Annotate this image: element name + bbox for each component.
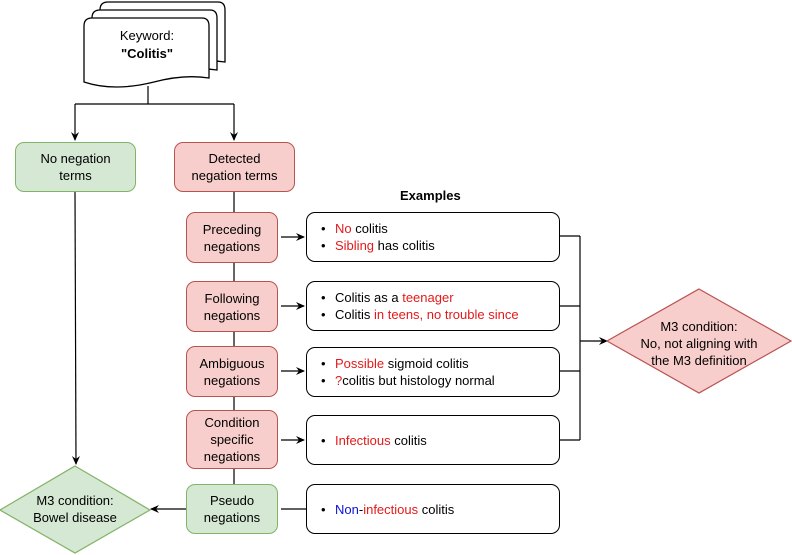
example-text: colitis	[390, 432, 427, 448]
example-item: Infectious colitis	[321, 432, 427, 449]
category-preceding-negations: Preceding negations	[186, 212, 278, 263]
example-box: No colitisSibling has colitis	[306, 212, 560, 262]
example-item: Colitis in teens, no trouble since	[321, 306, 519, 323]
example-list: No colitisSibling has colitis	[321, 220, 435, 254]
keyword-document-icon	[83, 1, 226, 88]
example-item: Colitis as a teenager	[321, 289, 519, 306]
example-item: ?colitis but histology normal	[321, 372, 495, 389]
example-text: has colitis	[374, 238, 435, 253]
negation-term: No	[335, 221, 352, 236]
detected-negation-node: Detected negation terms	[174, 142, 295, 192]
negation-term: in teens, no trouble since	[374, 307, 519, 322]
negation-term: ?	[335, 373, 343, 388]
outcome-negative-text: M3 condition: No, not aligning with the …	[640, 319, 758, 368]
example-text: Colitis	[335, 307, 375, 322]
example-text: colitis but histology normal	[342, 373, 495, 388]
example-item: Non-infectious colitis	[321, 501, 455, 518]
category-ambiguous-negations: Ambiguous negations	[186, 346, 278, 397]
negation-term: teenager	[402, 290, 454, 305]
example-text: colitis	[418, 501, 455, 517]
no-negation-node: No negation terms	[15, 142, 136, 192]
example-list: Possible sigmoid colitis?colitis but his…	[321, 355, 495, 389]
outcome-positive-text: M3 condition: Bowel disease	[33, 493, 117, 525]
keyword-label: Keyword: "Colitis"	[86, 27, 208, 63]
example-text: -	[358, 501, 364, 517]
category-following-negations: Following negations	[186, 281, 278, 332]
negation-term: Infectious	[335, 432, 391, 448]
category-condition-specific-negations: Condition specific negations	[186, 410, 278, 469]
example-list: Non-infectious colitis	[321, 501, 455, 518]
negation-term: Sibling	[335, 238, 375, 253]
example-text: sigmoid colitis	[384, 356, 469, 371]
example-list: Infectious colitis	[321, 432, 427, 449]
outcome-positive-diamond	[0, 465, 152, 554]
example-list: Colitis as a teenagerColitis in teens, n…	[321, 289, 519, 323]
example-box: Non-infectious colitis	[306, 484, 560, 534]
example-box: Possible sigmoid colitis?colitis but his…	[306, 347, 560, 397]
example-box: Infectious colitis	[306, 415, 560, 465]
negation-term: Possible	[335, 356, 385, 371]
pseudo-term: Non	[335, 501, 359, 517]
examples-title: Examples	[400, 188, 461, 203]
negation-term: infectious	[363, 501, 419, 517]
keyword-value: "Colitis"	[120, 46, 174, 61]
example-text: Colitis as a	[335, 290, 403, 305]
example-text: colitis	[351, 221, 388, 236]
example-box: Colitis as a teenagerColitis in teens, n…	[306, 281, 560, 331]
example-item: Possible sigmoid colitis	[321, 355, 495, 372]
example-item: Sibling has colitis	[321, 237, 435, 254]
example-item: No colitis	[321, 220, 435, 237]
category-pseudo-negations: Pseudo negations	[186, 484, 278, 534]
outcome-negative-diamond	[605, 288, 792, 394]
